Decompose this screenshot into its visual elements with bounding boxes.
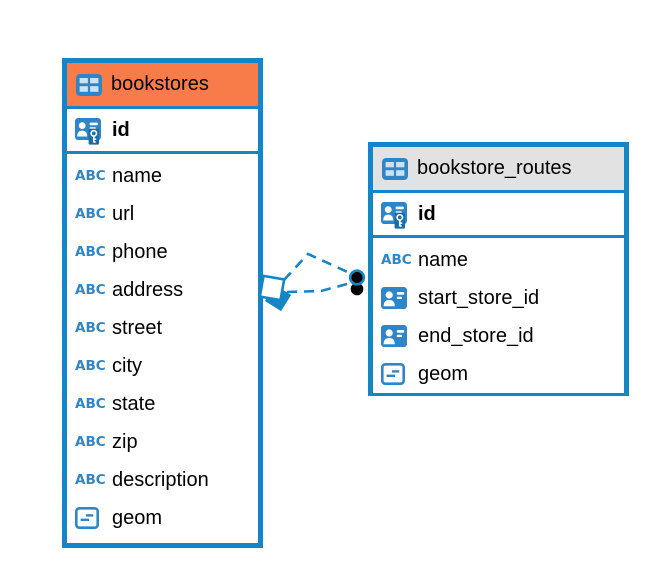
column-name: state [112, 392, 156, 415]
column-name: name [112, 164, 163, 187]
column-name: geom [418, 362, 469, 385]
column-name: city [112, 354, 142, 377]
text-type-icon: ABC [381, 252, 412, 268]
column-name: geom [112, 506, 163, 529]
table-title: bookstores [111, 73, 209, 95]
text-type-icon: ABC [75, 168, 106, 184]
column-name: end_store_id [418, 324, 534, 347]
text-type-icon: ABC [75, 434, 106, 450]
column-row-geom[interactable]: geom [373, 355, 624, 393]
bookstores-columns: ABC name ABC url ABC phone ABC address A… [67, 154, 258, 537]
column-row-zip[interactable]: ABC zip [67, 423, 258, 461]
relationship-connector-lower[interactable] [286, 281, 352, 294]
column-row-state[interactable]: ABC state [67, 385, 258, 423]
column-row-phone[interactable]: ABC phone [67, 233, 258, 271]
column-row-name[interactable]: ABC name [373, 241, 624, 279]
column-row-description[interactable]: ABC description [67, 461, 258, 499]
table-bookstore-routes-header[interactable]: bookstore_routes [373, 147, 624, 193]
table-title: bookstore_routes [417, 157, 572, 179]
column-row-start-store-id[interactable]: start_store_id [373, 279, 624, 317]
column-name: address [112, 278, 184, 301]
table-icon [382, 158, 408, 180]
routes-end-marker[interactable] [348, 269, 366, 296]
table-bookstores[interactable]: bookstores id ABC name ABC url ABC phone… [62, 58, 263, 548]
column-name: name [418, 248, 469, 271]
column-row-url[interactable]: ABC url [67, 195, 258, 233]
text-type-icon: ABC [75, 320, 106, 336]
foreign-key-icon [381, 325, 413, 347]
column-name: description [112, 468, 209, 491]
column-name: url [112, 202, 135, 225]
column-name: id [418, 202, 436, 225]
table-bookstore-routes[interactable]: bookstore_routes id ABC name start_store… [368, 142, 629, 396]
column-name: id [112, 118, 130, 141]
column-name: phone [112, 240, 168, 263]
geometry-type-icon [381, 363, 413, 385]
text-type-icon: ABC [75, 244, 106, 260]
primary-key-icon [75, 114, 107, 146]
column-row-name[interactable]: ABC name [67, 157, 258, 195]
column-row-id[interactable]: id [373, 193, 624, 238]
bookstores-end-marker[interactable] [258, 274, 292, 312]
relationship-connector-upper[interactable] [283, 252, 353, 281]
column-name: start_store_id [418, 286, 540, 309]
text-type-icon: ABC [75, 282, 106, 298]
column-row-end-store-id[interactable]: end_store_id [373, 317, 624, 355]
column-name: street [112, 316, 163, 339]
bookstore-routes-columns: ABC name start_store_id end_store_id ge [373, 238, 624, 393]
text-type-icon: ABC [75, 358, 106, 374]
text-type-icon: ABC [75, 396, 106, 412]
table-bookstores-header[interactable]: bookstores [67, 63, 258, 109]
column-row-address[interactable]: ABC address [67, 271, 258, 309]
geometry-type-icon [75, 507, 107, 529]
column-name: zip [112, 430, 138, 453]
column-row-id[interactable]: id [67, 109, 258, 154]
text-type-icon: ABC [75, 206, 106, 222]
column-row-street[interactable]: ABC street [67, 309, 258, 347]
text-type-icon: ABC [75, 472, 106, 488]
table-icon [76, 74, 102, 96]
primary-key-icon [381, 198, 413, 230]
column-row-geom[interactable]: geom [67, 499, 258, 537]
foreign-key-icon [381, 287, 413, 309]
column-row-city[interactable]: ABC city [67, 347, 258, 385]
